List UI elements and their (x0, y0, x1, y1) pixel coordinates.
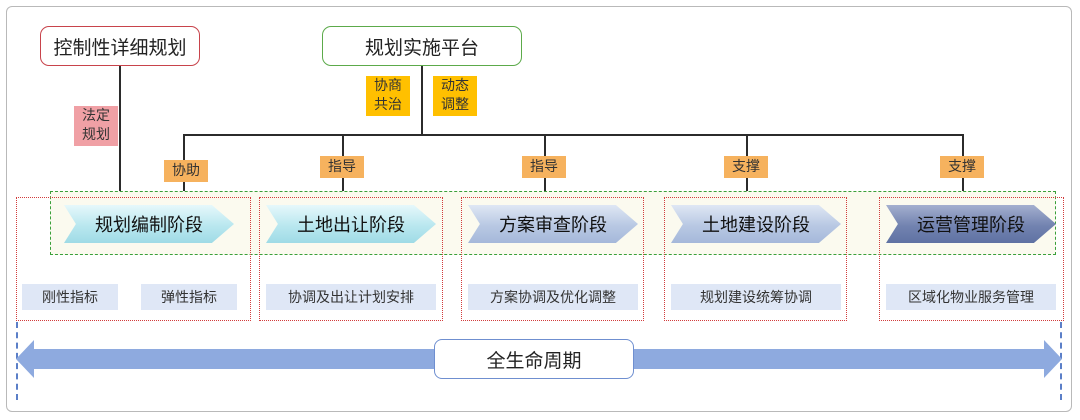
stage-planning: 规划编制阶段 (64, 205, 234, 243)
tag-dynamic-adjust: 动态 调整 (433, 76, 477, 116)
tag-legal-plan: 法定 规划 (74, 106, 118, 146)
stage-group-1 (16, 197, 251, 321)
tag-guide-2: 指导 (522, 156, 566, 178)
stage-operation: 运营管理阶段 (886, 205, 1056, 243)
stage-group-3 (461, 197, 644, 321)
sub-scheme-optimize: 方案协调及优化调整 (468, 284, 638, 310)
lifecycle-label: 全生命周期 (434, 339, 634, 379)
sub-flexible-index: 弹性指标 (141, 284, 237, 310)
connector-horizontal-bus (183, 134, 963, 136)
sub-property-management: 区域化物业服务管理 (886, 284, 1056, 310)
stage-group-2 (259, 197, 443, 321)
stage-land-construction: 土地建设阶段 (671, 205, 841, 243)
box-regulatory-detailed-plan: 控制性详细规划 (40, 26, 200, 66)
sub-transfer-plan: 协调及出让计划安排 (266, 284, 436, 310)
tag-guide-1: 指导 (320, 156, 364, 178)
sub-rigid-index: 刚性指标 (22, 284, 118, 310)
tag-consult-governance: 协商 共治 (366, 76, 410, 116)
stage-land-transfer: 土地出让阶段 (266, 205, 436, 243)
box-implementation-platform: 规划实施平台 (322, 26, 522, 66)
stage-group-4 (664, 197, 847, 321)
stage-group-5 (879, 197, 1064, 321)
lifecycle-right-boundary (1060, 322, 1062, 400)
lifecycle-left-boundary (16, 322, 18, 400)
tag-assist: 协助 (164, 160, 208, 182)
stage-scheme-review: 方案审查阶段 (468, 205, 638, 243)
connector-center-vertical (421, 66, 423, 136)
connector-left-vertical (119, 66, 121, 192)
tag-support-1: 支撑 (724, 156, 768, 178)
tag-support-2: 支撑 (940, 156, 984, 178)
sub-construction-coord: 规划建设统筹协调 (671, 284, 841, 310)
